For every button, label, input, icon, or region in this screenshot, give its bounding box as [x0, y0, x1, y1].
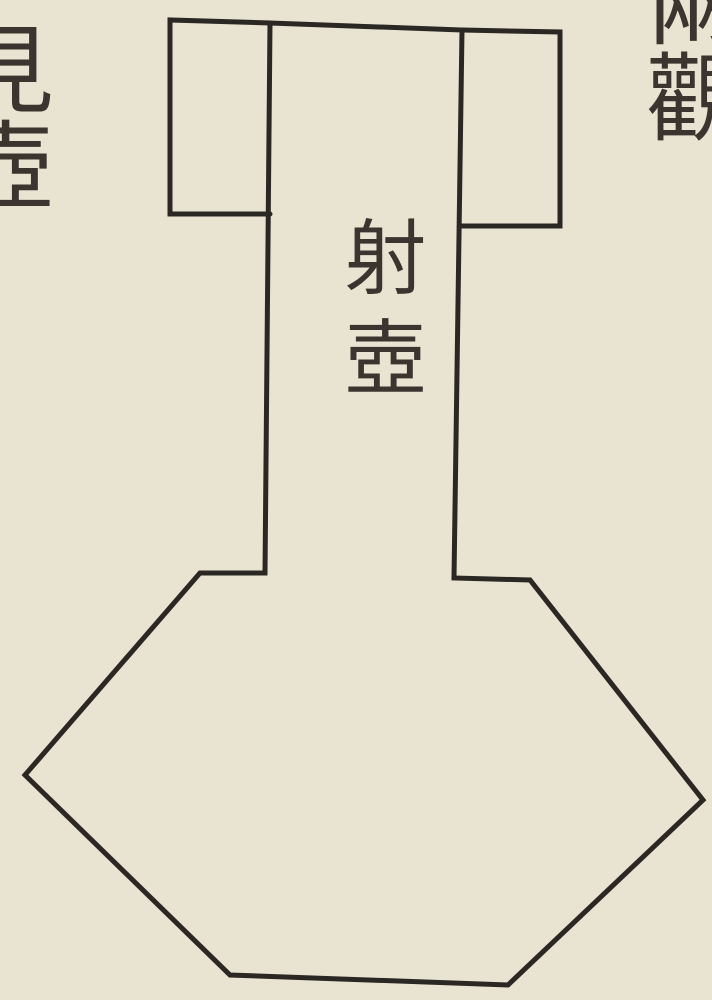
right-margin-text: 兩觀 — [629, 0, 712, 144]
left-ear — [167, 17, 273, 217]
left-margin-text: 見壺 — [0, 20, 54, 212]
right-ear — [459, 27, 563, 229]
vessel-body — [21, 20, 707, 988]
vessel-label: 射壺 — [330, 215, 425, 415]
